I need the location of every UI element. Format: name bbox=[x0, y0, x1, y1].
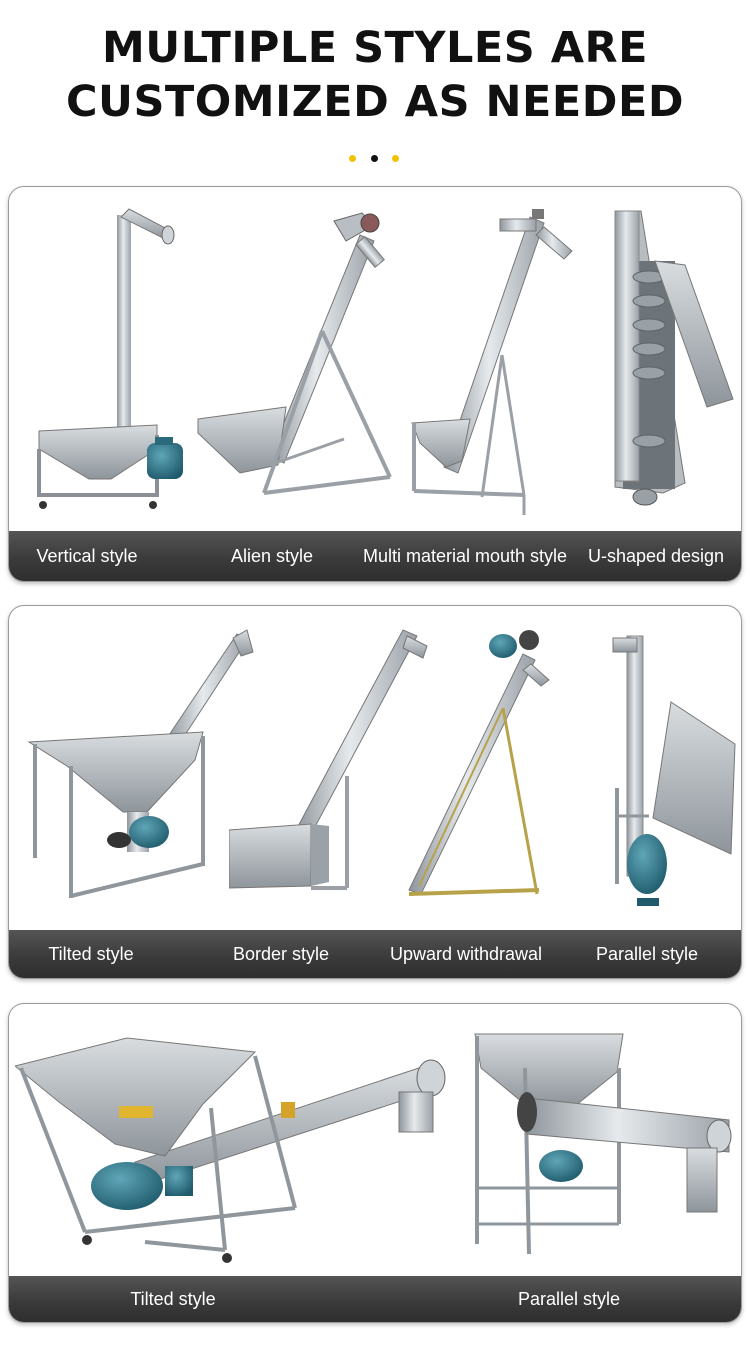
caption-tilted-style: Tilted style bbox=[48, 944, 134, 964]
border-style-conveyor-image bbox=[228, 626, 439, 901]
caption-tilted-style-large: Tilted style bbox=[130, 1289, 216, 1309]
parallel-style-conveyor-image bbox=[607, 628, 739, 913]
decorative-dot-right bbox=[392, 155, 399, 162]
style-panel-1: Vertical style Alien style Multi materia… bbox=[8, 186, 742, 582]
u-shaped-design-conveyor-image bbox=[609, 207, 739, 512]
tilted-style-large-conveyor-image bbox=[13, 1032, 455, 1264]
decorative-dot-left bbox=[349, 155, 356, 162]
upward-withdrawal-conveyor-image bbox=[399, 624, 569, 909]
alien-style-conveyor-image bbox=[194, 207, 394, 507]
multi-material-mouth-conveyor-image bbox=[404, 205, 584, 517]
panel-2-caption-bar: Tilted style Border style Upward withdra… bbox=[9, 930, 741, 978]
caption-parallel-style: Parallel style bbox=[595, 944, 699, 964]
caption-vertical-style: Vertical style bbox=[36, 546, 138, 566]
decorative-dot-center bbox=[371, 155, 378, 162]
panel-3-caption-bar: Tilted style Parallel style bbox=[9, 1276, 741, 1322]
vertical-style-conveyor-image bbox=[29, 203, 199, 515]
tilted-style-conveyor-image bbox=[27, 626, 257, 908]
style-panel-3: Tilted style Parallel style bbox=[8, 1003, 742, 1323]
caption-parallel-style-large: Parallel style bbox=[517, 1289, 621, 1309]
panel-1-caption-bar: Vertical style Alien style Multi materia… bbox=[9, 531, 741, 581]
caption-alien-style: Alien style bbox=[230, 546, 314, 566]
caption-u-shaped-design: U-shaped design bbox=[587, 546, 725, 566]
caption-multi-material-mouth-style: Multi material mouth style bbox=[362, 546, 568, 566]
page-title-line-1: MULTIPLE STYLES ARE bbox=[102, 23, 648, 73]
page-title-line-2: CUSTOMIZED AS NEEDED bbox=[65, 77, 685, 127]
style-panel-2: Tilted style Border style Upward withdra… bbox=[8, 605, 742, 979]
parallel-style-large-conveyor-image bbox=[467, 1028, 737, 1258]
caption-upward-withdrawal: Upward withdrawal bbox=[389, 944, 543, 964]
caption-border-style: Border style bbox=[232, 944, 330, 964]
